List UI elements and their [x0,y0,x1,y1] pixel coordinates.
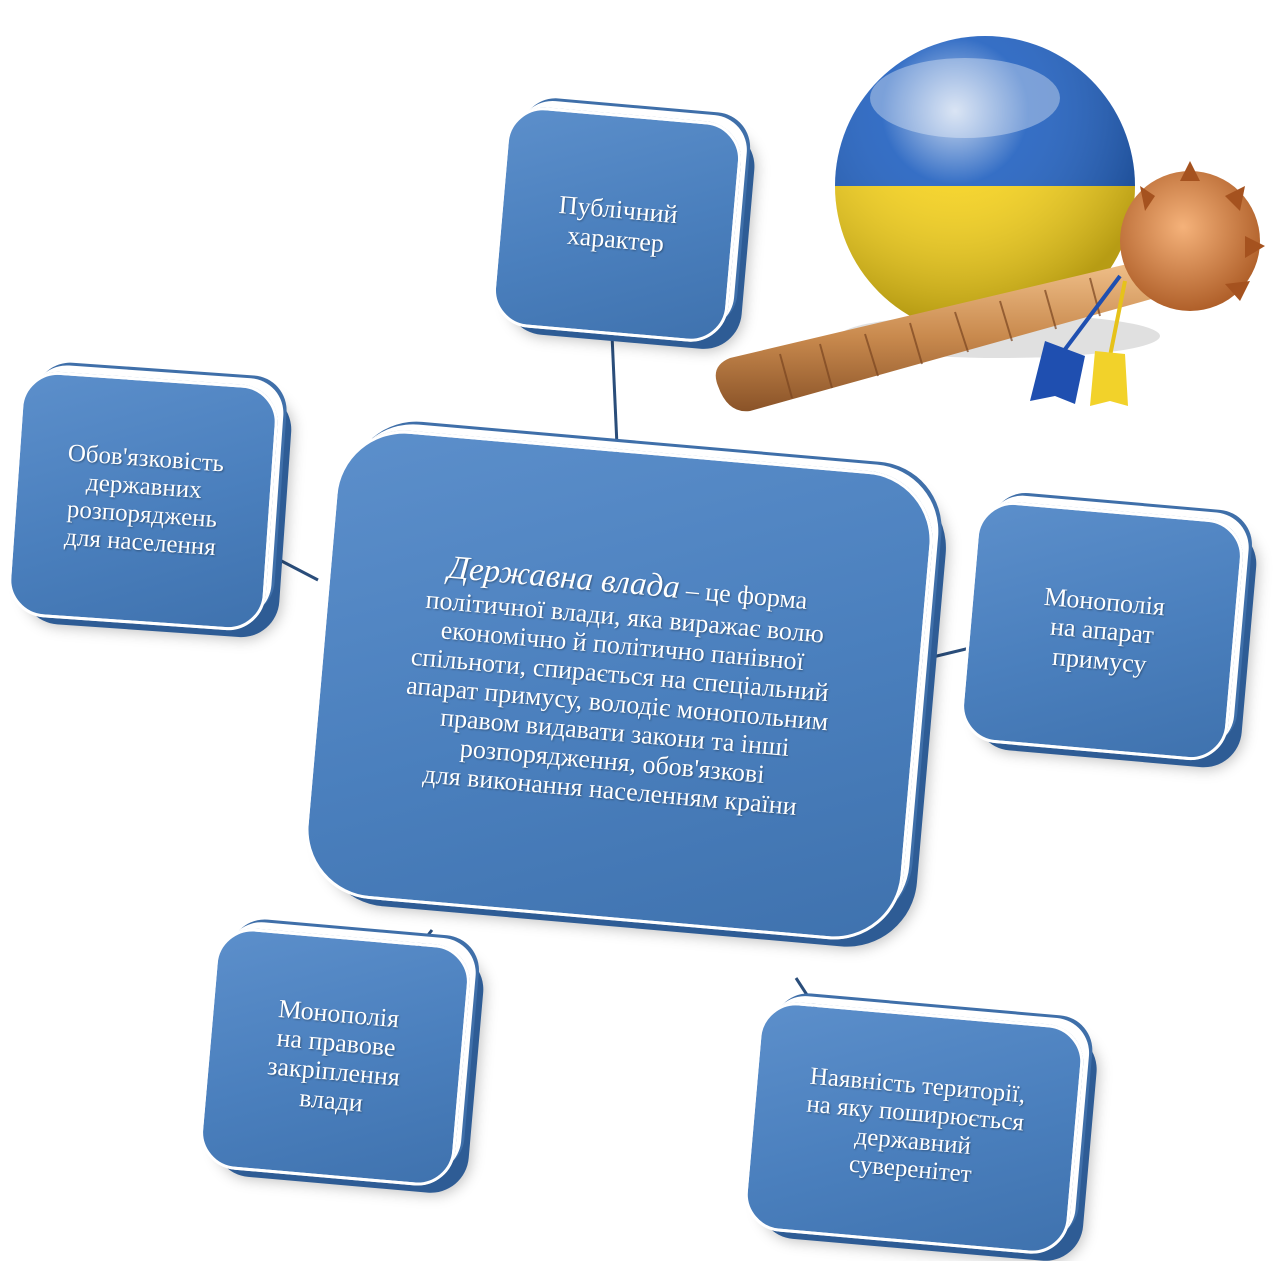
tassel-blue-icon [1030,274,1122,404]
bulava-mace-icon [715,161,1265,412]
node-state-power-definition: Державна влада – це форма політичної вла… [299,424,939,946]
definition-text: Державна влада – це форма політичної вла… [398,547,841,824]
node-legal-monopoly: Монополія на правове закріплення влади [196,925,474,1189]
definition-body: – це форма політичної влади, яка виражає… [405,574,830,822]
node-public-character-label: Публічний характер [557,190,679,258]
node-legal-monopoly-label: Монополія на правове закріплення влади [266,993,402,1118]
node-coercion-monopoly-label: Монополія на апарат примусу [1042,582,1167,679]
ukraine-flag-mace-illustration [715,36,1265,412]
node-coercion-monopoly: Монополія на апарат примусу [957,498,1247,764]
node-binding-orders-label: Обов'язковість державних розпоряджень дл… [63,439,225,562]
node-territory-sovereignty: Наявність території, на яку поширюється … [741,999,1087,1257]
node-binding-orders: Обов'язковість державних розпоряджень дл… [5,369,281,633]
tassel-yellow-icon [1090,280,1128,406]
node-territory-sovereignty-label: Наявність території, на яку поширюється … [805,1062,1027,1189]
connector-left [269,553,319,582]
connector-top [610,334,620,469]
node-public-character: Публічний характер [489,104,745,345]
